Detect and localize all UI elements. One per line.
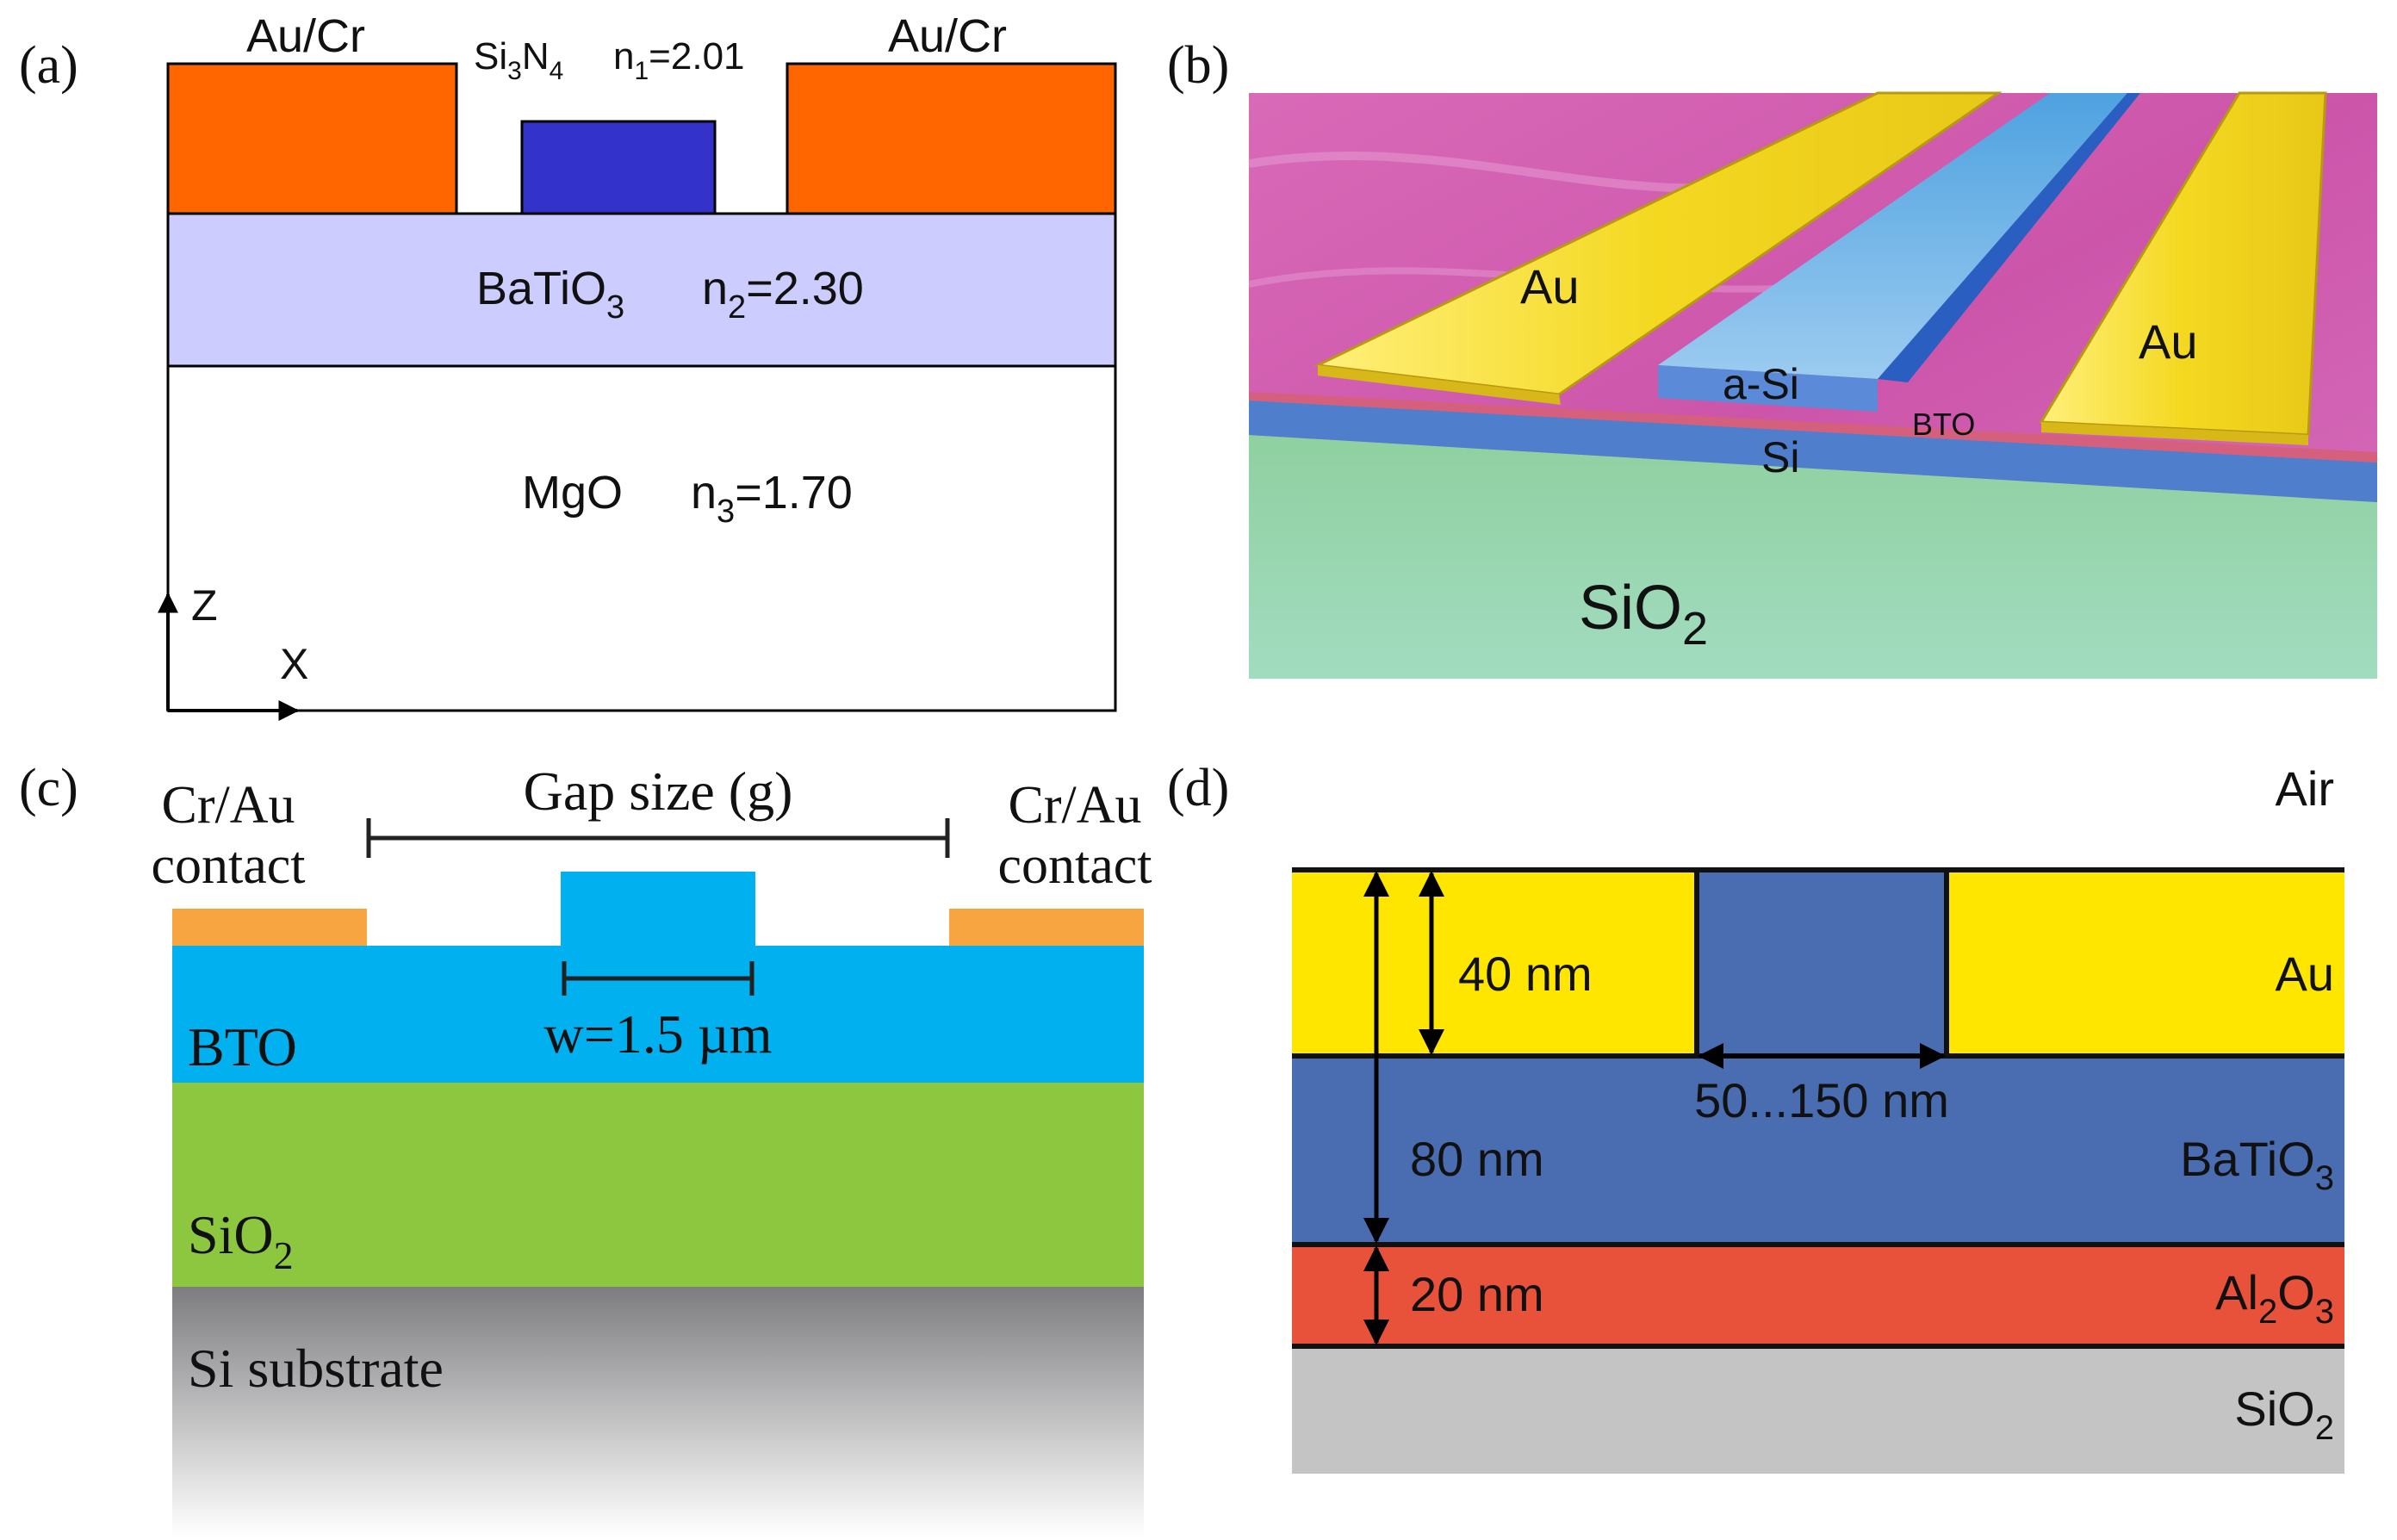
waveguide-index-label: n1=2.01 [613,35,745,85]
z-axis-label: Z [191,581,218,630]
al2o3-label: Al2O3 [2215,1265,2334,1331]
batio3-film [1292,1056,2344,1245]
au-right-pad [1947,870,2344,1056]
dim-gap-label: 50...150 nm [1694,1073,1949,1127]
au-right-electrode [2039,91,2327,437]
au-right-label: Au [2139,314,2198,369]
panel-a: (a) Au/Cr Au/Cr Si3N4 n1=2.01 BaTiO3 n2=… [19,10,1117,721]
batio3-label: BaTiO3 [2180,1132,2334,1197]
au-left-edge [1318,365,1561,405]
bto-label: BTO [1912,407,1975,442]
substrate-material-label: MgO [522,467,623,519]
asi-rib-top [1658,93,2140,379]
width-label: w=1.5 µm [544,1003,773,1065]
width-dimension-bar [562,961,754,996]
sio2-label: SiO2 [2234,1382,2334,1447]
sio2-label: SiO2 [188,1204,294,1277]
panel-b: (b) Au Au a-Si BTO Si SiO2 [1167,36,2377,679]
contact-right-label-line1: Cr/Au [1009,776,1142,835]
dim-total-label: 80 nm [1410,1132,1544,1186]
electrode-right [786,62,1117,215]
panel-d-label: (d) [1167,759,1229,817]
si-substrate-label: Si substrate [188,1338,444,1399]
substrate-mgo [166,364,1117,712]
waveguide-si3n4 [520,120,717,215]
al2o3-buffer [1292,1245,2344,1346]
contact-left-label-line1: Cr/Au [162,776,295,835]
sio2-label: SiO2 [1579,574,1708,655]
panel-b-label: (b) [1167,36,1229,95]
au-left-label: Au [1520,259,1580,314]
asi-rib-side [1878,93,2140,382]
waveguide-material-label: Si3N4 [474,35,563,85]
gap-size-label: Gap size (g) [524,761,793,822]
panel-c: (c) Cr/Au contact Cr/Au contact Gap size… [19,759,1152,1537]
air-label: Air [2276,761,2334,816]
bto-label: BTO [188,1016,297,1077]
film-material-label: BaTiO3 [476,263,624,326]
au-label: Au [2276,947,2335,1001]
contact-left [172,909,367,946]
si-substrate [172,1287,1144,1537]
contact-right [949,909,1144,946]
substrate-index-label: n3=1.70 [691,467,853,530]
dim-buffer-label: 20 nm [1410,1267,1544,1321]
au-left-electrode [1313,91,2003,396]
sio2-cladding [172,1083,1144,1287]
asi-label: a-Si [1723,360,1799,408]
bto-thin-layer [1249,392,2377,463]
contact-right-label-line2: contact [997,836,1152,895]
x-axis-label: X [280,640,308,688]
bto-film [172,946,1144,1083]
panel-a-label: (a) [19,36,78,95]
electrode-left-label: Au/Cr [246,10,365,62]
au-right-edge [2041,422,2308,445]
dim-metal-label: 40 nm [1458,947,1593,1001]
gap-dimension-bar [366,818,950,858]
film-batio3 [166,212,1117,368]
waveguide-rib [561,872,755,946]
au-left-pad [1292,870,1697,1056]
si-label: Si [1761,433,1799,481]
sio2-substrate [1292,1346,2344,1474]
panel-c-label: (c) [19,759,78,817]
panel-d: (d) Air Au BaTiO3 Al2O3 SiO2 40 nm 80 nm… [1167,759,2344,1474]
gap-region [1697,870,1947,1056]
film-index-label: n2=2.30 [702,263,864,326]
contact-left-label-line2: contact [151,836,305,895]
asi-rib-front [1658,365,1878,412]
electrode-right-label: Au/Cr [888,10,1007,62]
sio2-substrate [1249,435,2377,679]
si-layer [1249,401,2377,502]
electrode-left [166,62,458,215]
